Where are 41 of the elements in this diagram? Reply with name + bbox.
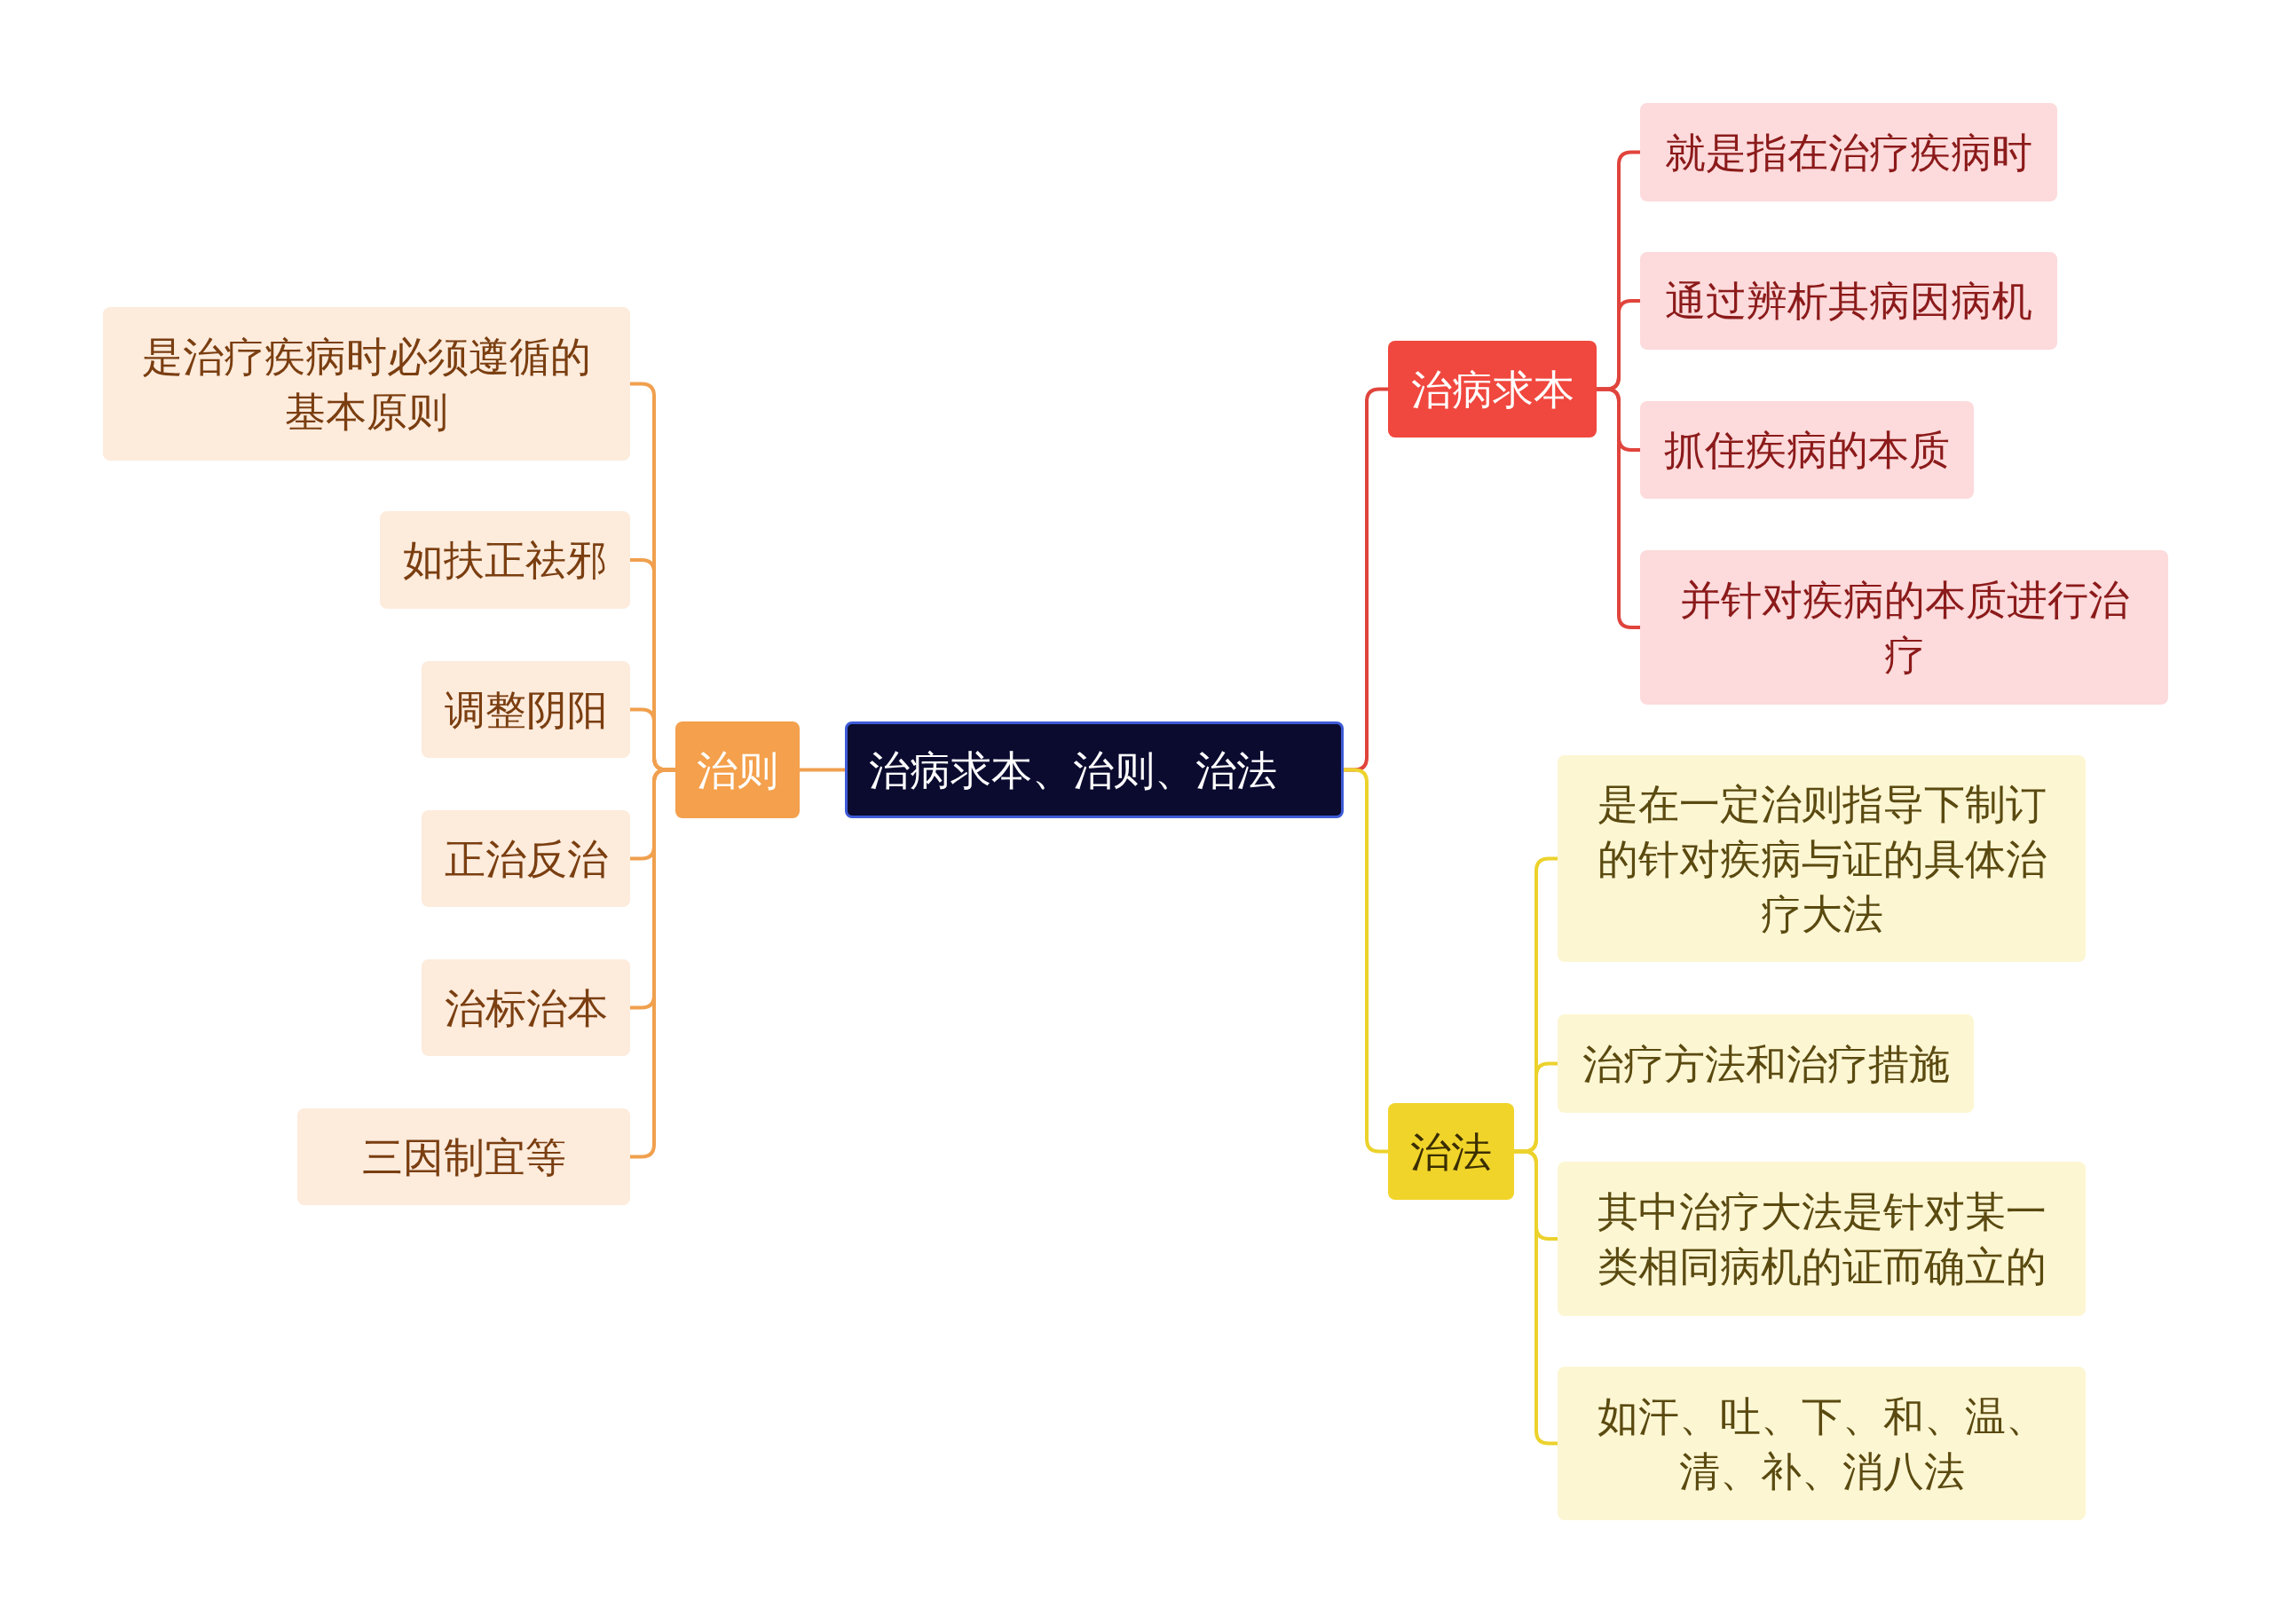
- topic-text: 治法: [1410, 1126, 1492, 1178]
- subtopic-box: [422, 810, 630, 907]
- subtopic-box: [380, 511, 630, 609]
- topic-text: 是在一定治则指导下制订的针对疾病与证的具体治疗大法: [1596, 778, 2047, 940]
- subtopic-box: [1558, 1014, 1974, 1113]
- topic-text: 治病求本、治则、治法: [869, 745, 1277, 796]
- topic-text: 并针对疾病的本质进行治疗: [1678, 575, 2130, 681]
- topic-text: 如汗、吐、下、和、温、清、补、消八法: [1596, 1391, 2047, 1497]
- subtopic-box: [422, 661, 630, 758]
- topic-text: 治标治本: [444, 982, 608, 1034]
- topic-text: 调整阴阳: [444, 684, 608, 736]
- topic-text: 其中治疗大法是针对某一类相同病机的证而确立的: [1596, 1186, 2047, 1292]
- topic-text: 就是指在治疗疾病时: [1665, 127, 2032, 178]
- branch-topic-box: [675, 721, 800, 818]
- connector-line: [1514, 1149, 1558, 1446]
- subtopic-box: [1558, 755, 2086, 962]
- root-topic-box: [845, 721, 1344, 818]
- topic-text: 治病求本: [1410, 364, 1574, 415]
- subtopic-box: [1640, 252, 2057, 350]
- connector-line: [800, 768, 845, 772]
- connector-line: [630, 768, 675, 1159]
- topic-text: 抓住疾病的本质: [1664, 425, 1950, 476]
- subtopic-box: [1640, 550, 2168, 705]
- subtopic-box: [1640, 103, 2057, 201]
- topic-text: 通过辨析其病因病机: [1665, 276, 2032, 327]
- branch-topic-box: [1388, 341, 1597, 438]
- subtopic-box: [1640, 401, 1974, 499]
- connector-line: [1344, 768, 1388, 1154]
- subtopic-box: [1558, 1367, 2086, 1520]
- topic-text: 治疗方法和治疗措施: [1582, 1038, 1950, 1090]
- subtopic-box: [422, 959, 630, 1056]
- branch-topic-box: [1388, 1103, 1514, 1200]
- topic-text: 三因制宜等: [361, 1131, 566, 1183]
- connector-line: [1597, 387, 1640, 629]
- topic-text: 如扶正祛邪: [403, 535, 607, 586]
- subtopic-box: [297, 1108, 630, 1205]
- topic-text: 是治疗疾病时必须遵循的基本原则: [141, 331, 592, 438]
- subtopic-box: [1558, 1162, 2086, 1316]
- topic-text: 正治反治: [444, 833, 608, 885]
- subtopic-box: [103, 307, 630, 461]
- topic-text: 治则: [697, 745, 778, 796]
